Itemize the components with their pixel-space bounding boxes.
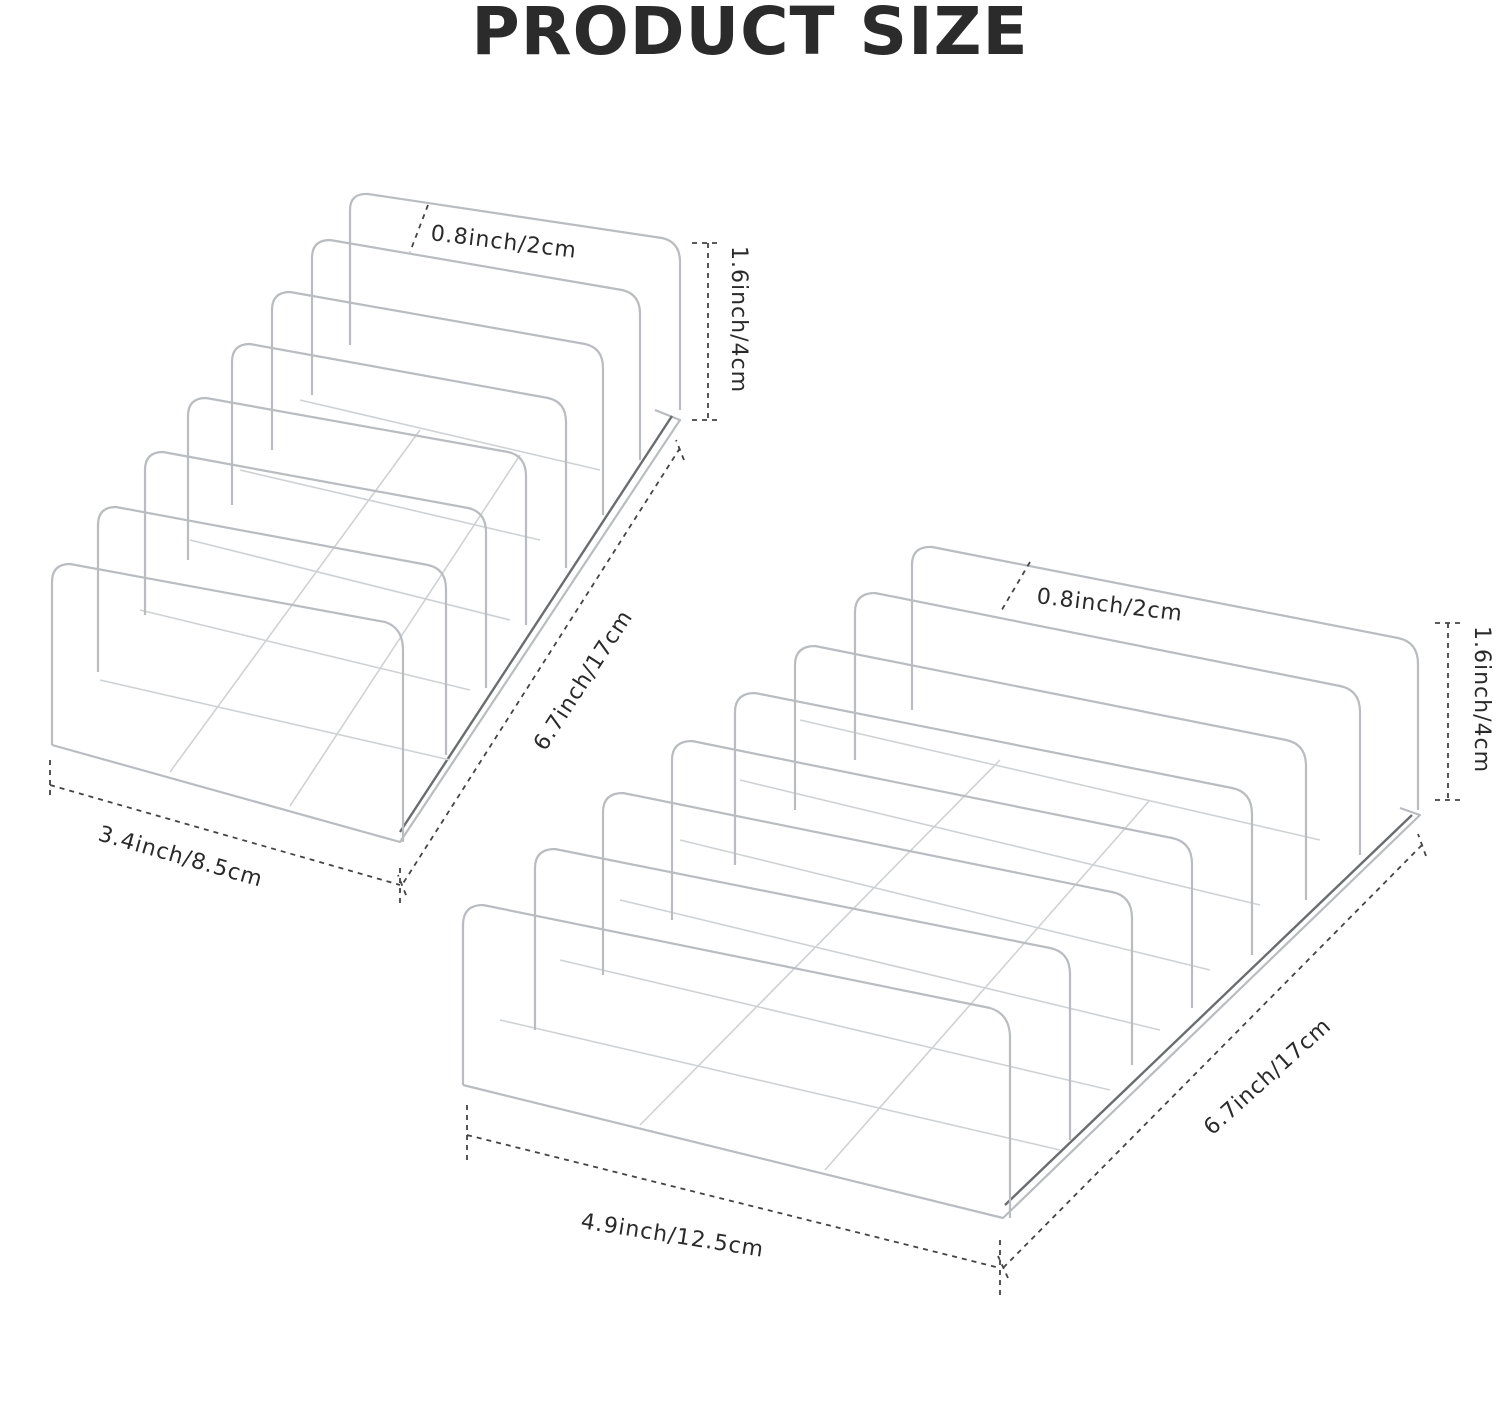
small-base-edge xyxy=(398,415,674,833)
small-slot-dim-line xyxy=(409,204,429,253)
small-base-grid xyxy=(99,399,601,807)
small-divider-6 xyxy=(143,450,488,688)
large-divider-5 xyxy=(670,739,1194,1008)
large-slot-dim-line xyxy=(999,561,1031,614)
small-divider-8 xyxy=(50,562,405,842)
small-divider-3 xyxy=(270,290,605,515)
large-divider-6 xyxy=(601,791,1134,1065)
large-length-label: 6.7inch/17cm xyxy=(1199,1013,1336,1140)
large-length-dim-line xyxy=(997,833,1427,1279)
page-title: PRODUCT SIZE xyxy=(471,0,1029,70)
large-divider-1 xyxy=(910,545,1420,810)
large-height-dim-line xyxy=(1435,622,1460,801)
large-divider-4 xyxy=(733,691,1254,955)
large-width-label: 4.9inch/12.5cm xyxy=(579,1209,766,1263)
small-length-label: 6.7inch/17cm xyxy=(529,606,638,755)
small-divider-7 xyxy=(96,505,448,755)
large-divider-3 xyxy=(793,644,1308,900)
small-divider-1 xyxy=(348,192,682,410)
small-height-label: 1.6inch/4cm xyxy=(726,246,751,393)
large-divider-7 xyxy=(533,847,1072,1140)
small-slot-width-label: 0.8inch/2cm xyxy=(429,221,578,264)
small-divider-5 xyxy=(186,396,528,625)
small-base-plate xyxy=(51,408,682,844)
large-slot-width-label: 0.8inch/2cm xyxy=(1035,584,1184,627)
large-base-edge xyxy=(1004,814,1413,1206)
large-base-grid xyxy=(499,719,1321,1171)
large-divider-8 xyxy=(461,903,1012,1218)
large-base-plate xyxy=(462,806,1422,1220)
small-organizer xyxy=(49,192,720,905)
small-width-label: 3.4inch/8.5cm xyxy=(95,822,265,893)
large-divider-2 xyxy=(853,591,1362,855)
small-width-dim-line xyxy=(49,760,401,905)
large-dividers xyxy=(461,545,1420,1218)
small-dividers xyxy=(50,192,682,842)
large-height-label: 1.6inch/4cm xyxy=(1469,626,1494,773)
small-length-dim-line xyxy=(397,439,685,896)
large-width-dim-line xyxy=(466,1105,1001,1296)
small-divider-2 xyxy=(310,238,642,460)
small-height-dim-line xyxy=(692,242,720,421)
large-organizer xyxy=(461,545,1460,1296)
small-divider-4 xyxy=(230,342,568,568)
